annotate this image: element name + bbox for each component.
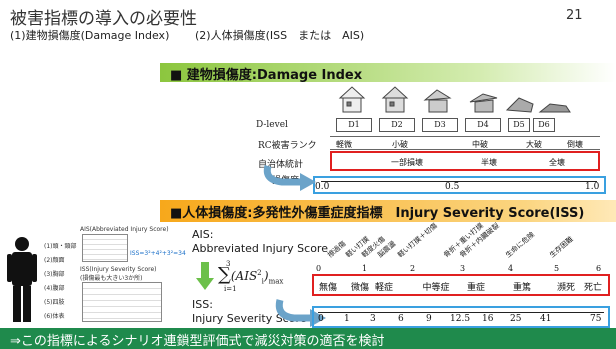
iss-tick-1: 1 (344, 314, 350, 324)
curved-arrow-icon (263, 165, 316, 191)
iss-sum-index: i=1 (224, 285, 237, 293)
doc-ais-title: AIS(Abbreviated Injury Score) (80, 226, 169, 233)
doc-iss-sub: (損傷最も大きい3か所) (80, 275, 143, 282)
injury-bruise-cut: 軽い打撲＋切傷 (396, 221, 439, 260)
iss-tick-3: 3 (370, 314, 376, 324)
injury-survival-difficult: 生存困難 (548, 235, 575, 260)
subtitle-iss: (2)人体損傷度(ISS または AIS) (195, 29, 365, 42)
damage-degree-axis (321, 178, 597, 182)
local-rank-half: 半壊 (481, 158, 497, 167)
iss-scale-blue-box: 0 1 3 6 9 12.5 16 25 41 75 (312, 306, 610, 328)
subtitle-damage-index: (1)建物損傷度(Damage Index) (10, 29, 170, 42)
ais-tick-4: 4 (508, 264, 514, 273)
damage-tick-05: 0.5 (445, 182, 460, 192)
footer-conclusion-bar: ⇒この指標によるシナリオ連鎖型評価式で減災対策の適否を検討 (0, 328, 616, 349)
damage-tick-1: 1.0 (585, 182, 600, 192)
body-region-chest: (3)胸部 (44, 271, 65, 278)
local-rank-total: 全壊 (549, 158, 565, 167)
damage-index-banner: ■ 建物損傷度:Damage Index (160, 63, 616, 83)
iss-banner: ■人体損傷度:多発性外傷重症度指標 Injury Severity Score(… (160, 200, 616, 222)
injury-abrasion: 擦過傷 (326, 239, 348, 260)
page-title: 被害指標の導入の必要性 (10, 9, 197, 29)
damage-degree-blue-box: 0.0 0.5 1.0 (313, 176, 606, 194)
curved-arrow-icon (275, 299, 326, 327)
dlevel-d2: D2 (379, 118, 415, 132)
rc-rank-severe: 大破 (526, 140, 542, 149)
ais-tick-0: 0 (316, 264, 322, 273)
iss-tick-125: 12.5 (450, 314, 471, 324)
body-region-list: (1)頭・頸部 (2)顔面 (3)胸部 (4)腹部 (5)四肢 (6)体表 (44, 240, 77, 324)
iss-banner-text: ■人体損傷度:多発性外傷重症度指標 Injury Severity Score(… (170, 206, 585, 221)
iss-sum-formula: ∑(AIS2i)max (218, 264, 284, 286)
injury-life-danger: 生命に危険 (504, 230, 537, 260)
house-damage-icons (338, 86, 571, 113)
body-region-abdomen: (4)腹部 (44, 285, 65, 292)
dlevel-label: D-level (256, 120, 288, 130)
iss-tick-25: 25 (510, 314, 522, 324)
house-icon (338, 86, 366, 113)
dlevel-d1: D1 (336, 118, 372, 132)
severity-slight: 微傷 (350, 283, 369, 293)
house-icon (469, 93, 498, 113)
iss-tick-9: 9 (426, 314, 432, 324)
down-arrow-icon (196, 262, 214, 290)
iss-title: ISS: (192, 298, 213, 311)
rc-rank-collapse: 倒壊 (567, 140, 583, 149)
iss-tick-41: 41 (540, 314, 552, 324)
doc-iss-table (82, 282, 162, 322)
footer-conclusion-text: ⇒この指標によるシナリオ連鎖型評価式で減災対策の適否を検討 (10, 334, 385, 349)
rc-rank-row: 軽微 小破 中破 大破 倒壊 (330, 136, 600, 150)
rc-rank-slight: 軽微 (336, 140, 352, 149)
local-stats-label: 自治体統計 (258, 160, 304, 170)
rc-rank-minor: 小破 (392, 140, 408, 149)
severity-serious: 重症 (466, 283, 485, 293)
ais-tick-5: 5 (554, 264, 560, 273)
rc-rank-label: RC被害ランク (258, 141, 317, 151)
iss-tick-6: 6 (398, 314, 404, 324)
ais-tick-6: 6 (596, 264, 602, 273)
severity-none: 無傷 (318, 283, 337, 293)
iss-tick-75: 75 (590, 314, 602, 324)
ais-tick-1: 1 (362, 264, 368, 273)
damage-index-banner-text: ■ 建物損傷度:Damage Index (170, 68, 363, 83)
ais-tick-3: 3 (460, 264, 466, 273)
body-region-face: (2)顔面 (44, 257, 65, 264)
house-icon (423, 89, 452, 113)
iss-sum-upper: 3 (226, 260, 231, 268)
severity-red-box: 無傷 微傷 軽症 中等症 重症 重篤 瀕死 死亡 (312, 274, 610, 296)
iss-tick-0: 0 (318, 314, 324, 324)
body-region-surface: (6)体表 (44, 313, 65, 320)
rc-rank-moderate: 中破 (472, 140, 488, 149)
dlevel-d4: D4 (465, 118, 501, 132)
house-icon (381, 86, 409, 113)
local-stats-red-box: 一部損壊 半壊 全壊 (330, 151, 600, 171)
body-region-head: (1)頭・頸部 (44, 243, 77, 250)
person-silhouette-icon (7, 237, 37, 322)
dlevel-d3: D3 (422, 118, 458, 132)
ais-title: AIS: (192, 228, 214, 241)
page-number: 21 (566, 8, 583, 23)
ais-tick-2: 2 (410, 264, 416, 273)
doc-iss-formula: ISS=3²+4²+3²=34 (130, 250, 186, 257)
iss-scale-axis (318, 308, 604, 313)
severity-moderate: 中等症 (422, 283, 450, 293)
severity-critical: 重篤 (512, 283, 531, 293)
severity-dying: 瀕死 (556, 283, 575, 293)
ais-ticks: 0 1 2 3 4 5 6 (312, 264, 612, 274)
doc-ais-table (82, 234, 128, 262)
severity-death: 死亡 (583, 283, 602, 293)
dlevel-d6: D6 (533, 118, 555, 132)
iss-tick-16: 16 (482, 314, 494, 324)
doc-iss-title: ISS(Injury Severity Score) (80, 266, 157, 273)
damage-tick-0: 0.0 (315, 182, 330, 192)
local-rank-partial: 一部損壊 (391, 158, 423, 167)
house-icon (538, 103, 571, 113)
body-region-limbs: (5)四肢 (44, 299, 65, 306)
iss-subtitle: Injury Severity Score (192, 312, 307, 325)
house-icon (505, 97, 534, 113)
severity-mild: 軽症 (374, 283, 393, 293)
ais-subtitle: Abbreviated Injury Score (192, 242, 328, 255)
dlevel-d5: D5 (508, 118, 530, 132)
